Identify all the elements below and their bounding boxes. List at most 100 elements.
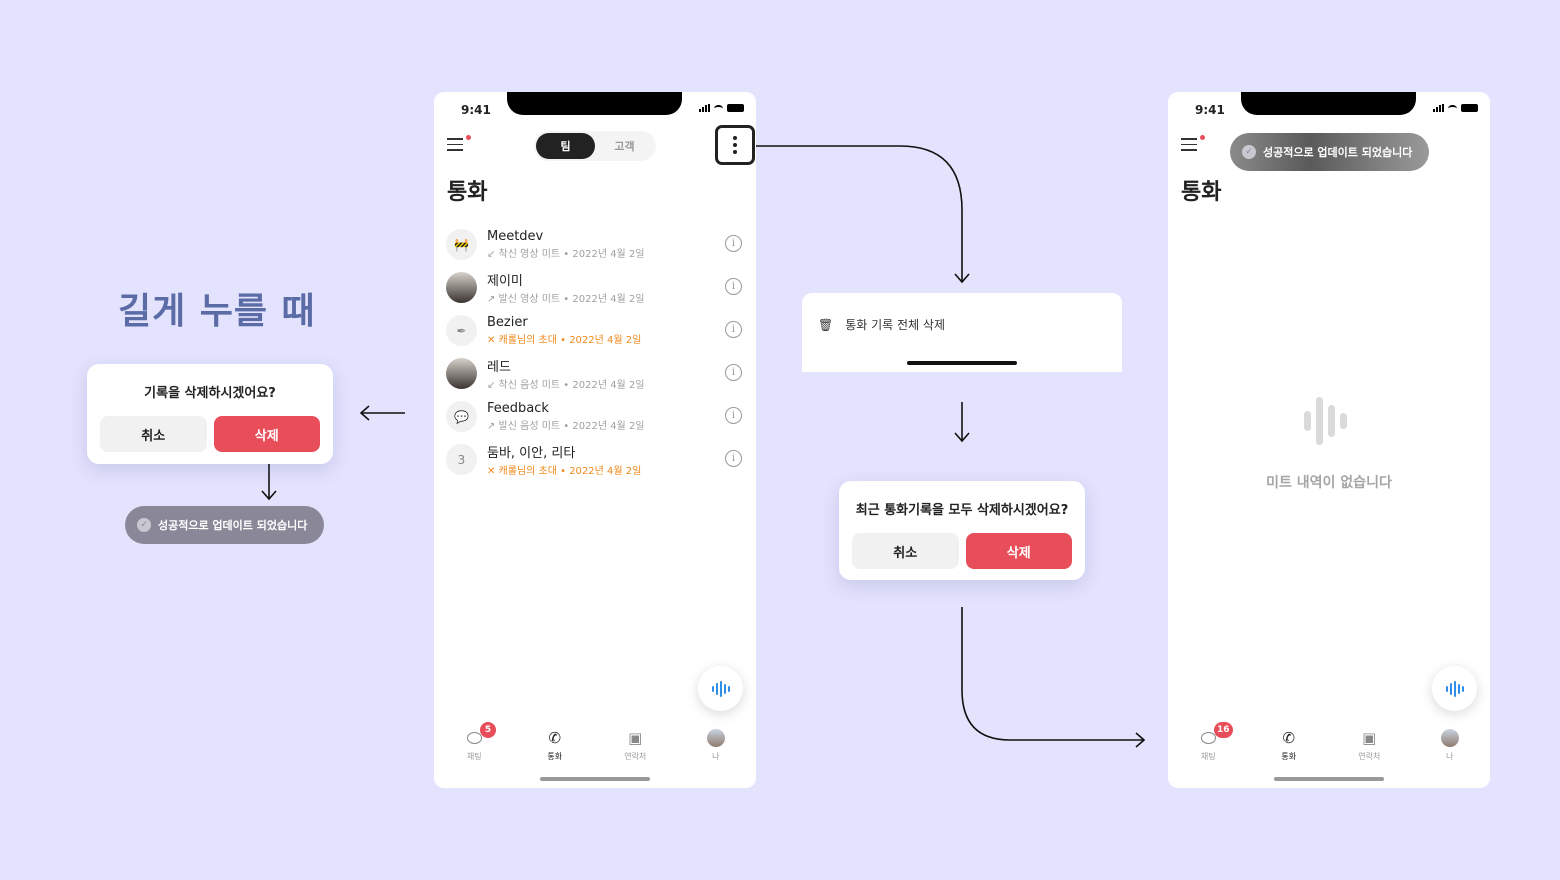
chat-badge: 16 — [1214, 722, 1233, 738]
call-name: 레드 — [487, 360, 511, 375]
home-indicator — [1274, 777, 1384, 781]
avatar — [446, 358, 477, 389]
arrow-head — [261, 490, 277, 501]
call-list-item[interactable]: 🚧 Meetdev ↙ 착신 영상 미트 • 2022년 4월 2일 i — [446, 223, 744, 266]
arrow-to-result — [961, 607, 1144, 741]
tab-label: 연락처 — [624, 752, 647, 761]
call-detail: ↗ 발신 음성 미트 • 2022년 4월 2일 — [487, 421, 645, 432]
tab-team[interactable]: 팀 — [536, 133, 595, 159]
call-list-item[interactable]: ✒ Bezier ✕ 캐롤님의 초대 • 2022년 4월 2일 i — [446, 309, 744, 352]
signal-icon — [699, 104, 710, 112]
phone-icon: ✆ — [1282, 729, 1296, 747]
call-name: Feedback — [487, 401, 549, 416]
call-detail: ✕ 캐롤님의 초대 • 2022년 4월 2일 — [487, 466, 642, 477]
arrow-head — [359, 405, 370, 421]
cancel-button[interactable]: 취소 — [100, 416, 207, 452]
notification-dot — [466, 135, 471, 140]
delete-button[interactable]: 삭제 — [965, 533, 1072, 569]
call-name: 제이미 — [487, 274, 523, 289]
status-icons — [699, 104, 744, 112]
delete-button[interactable]: 삭제 — [213, 416, 320, 452]
avatar: 3 — [446, 444, 477, 475]
arrow-head — [954, 273, 970, 284]
avatar: 🚧 — [446, 229, 477, 260]
avatar — [706, 729, 725, 747]
home-indicator — [540, 777, 650, 781]
tab-me[interactable]: 나 — [676, 728, 757, 762]
wifi-icon — [1448, 104, 1457, 112]
info-icon[interactable]: i — [725, 364, 742, 381]
notch — [507, 92, 682, 115]
tab-label: 통화 — [1281, 752, 1297, 761]
tab-label: 연락처 — [1358, 752, 1381, 761]
sheet-item-label: 통화 기록 전체 삭제 — [845, 318, 945, 332]
tab-label: 채팅 — [1200, 752, 1216, 761]
success-toast: ✓ 성공적으로 업데이트 되었습니다 — [1230, 133, 1429, 171]
call-name: Bezier — [487, 315, 528, 330]
tab-me[interactable]: 나 — [1410, 728, 1491, 762]
voice-meet-button[interactable] — [1432, 666, 1477, 711]
delete-record-dialog: 기록을 삭제하시겠어요? 취소 삭제 — [87, 364, 333, 464]
call-list-item[interactable]: 제이미 ↗ 발신 영상 미트 • 2022년 4월 2일 i — [446, 266, 744, 309]
signal-icon — [1433, 104, 1444, 112]
dialog-question: 최근 통화기록을 모두 삭제하시겠어요? — [855, 503, 1069, 518]
info-icon[interactable]: i — [725, 278, 742, 295]
page-title: 통화 — [1181, 180, 1222, 205]
call-list-item[interactable]: 💬 Feedback ↗ 발신 음성 미트 • 2022년 4월 2일 i — [446, 395, 744, 438]
contacts-icon: ▣ — [628, 729, 643, 747]
phone-icon: ✆ — [548, 729, 562, 747]
status-icons — [1433, 104, 1478, 112]
info-icon[interactable]: i — [725, 450, 742, 467]
call-list-item[interactable]: 레드 ↙ 착신 음성 미트 • 2022년 4월 2일 i — [446, 352, 744, 395]
annotation-title: 길게 누를 때 — [118, 291, 316, 332]
call-detail: ↙ 착신 영상 미트 • 2022년 4월 2일 — [487, 249, 645, 260]
menu-icon[interactable] — [447, 138, 463, 155]
chat-icon — [1200, 732, 1216, 744]
call-name: Meetdev — [487, 229, 544, 244]
success-toast: ✓ 성공적으로 업데이트 되었습니다 — [125, 506, 324, 544]
contacts-icon: ▣ — [1362, 729, 1377, 747]
info-icon[interactable]: i — [725, 321, 742, 338]
status-time: 9:41 — [1195, 103, 1225, 117]
empty-call-history-screen: 9:41 ✓ 성공적으로 업데이트 되었습니다 통화 미트 내역이 없습니다 1… — [1168, 92, 1490, 788]
call-name: 둠바, 이안, 리타 — [487, 446, 576, 461]
menu-icon[interactable] — [1181, 138, 1197, 155]
tab-call[interactable]: ✆ 통화 — [515, 728, 596, 762]
tab-label: 통화 — [547, 752, 563, 761]
tab-label: 나 — [712, 752, 720, 761]
avatar: ✒ — [446, 315, 477, 346]
toast-message: 성공적으로 업데이트 되었습니다 — [1263, 146, 1413, 159]
check-icon: ✓ — [137, 518, 151, 532]
notification-dot — [1200, 135, 1205, 140]
empty-message: 미트 내역이 없습니다 — [1266, 475, 1392, 491]
tab-customer[interactable]: 고객 — [614, 140, 635, 153]
tab-contacts[interactable]: ▣ 연락처 — [1329, 728, 1410, 762]
call-detail: ✕ 캐롤님의 초대 • 2022년 4월 2일 — [487, 335, 642, 346]
arrow-to-sheet — [756, 145, 963, 282]
home-indicator — [907, 361, 1017, 365]
tab-call[interactable]: ✆ 통화 — [1249, 728, 1330, 762]
tab-chat[interactable]: 16 채팅 — [1168, 722, 1249, 762]
call-list-item[interactable]: 3 둠바, 이안, 리타 ✕ 캐롤님의 초대 • 2022년 4월 2일 i — [446, 438, 744, 481]
battery-icon — [727, 104, 744, 112]
status-time: 9:41 — [461, 103, 491, 117]
team-customer-toggle: 팀 고객 — [534, 131, 656, 161]
call-detail: ↗ 발신 영상 미트 • 2022년 4월 2일 — [487, 294, 645, 305]
trash-icon: 🗑 — [818, 317, 834, 332]
delete-all-history-item[interactable]: 🗑 통화 기록 전체 삭제 — [818, 316, 945, 333]
tab-contacts[interactable]: ▣ 연락처 — [595, 728, 676, 762]
empty-voice-icon — [1304, 397, 1347, 445]
voice-meet-button[interactable] — [698, 666, 743, 711]
notch — [1241, 92, 1416, 115]
arrow-head — [1135, 732, 1146, 748]
info-icon[interactable]: i — [725, 235, 742, 252]
wifi-icon — [714, 104, 723, 112]
cancel-button[interactable]: 취소 — [852, 533, 959, 569]
chat-icon — [466, 732, 482, 744]
more-options-button[interactable] — [715, 125, 755, 165]
avatar: 💬 — [446, 401, 477, 432]
info-icon[interactable]: i — [725, 407, 742, 424]
chat-badge: 5 — [480, 722, 496, 738]
